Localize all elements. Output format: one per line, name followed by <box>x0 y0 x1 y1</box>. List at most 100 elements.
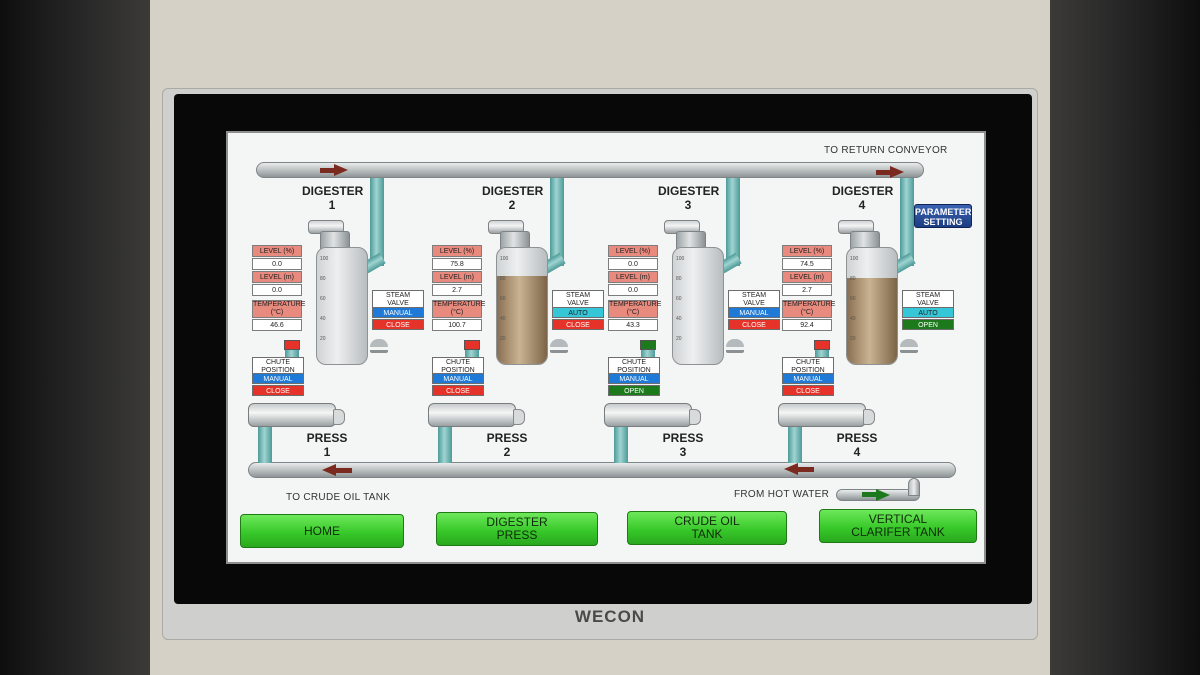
chute-position-label: CHUTE POSITION <box>252 357 304 377</box>
level-meter-value: 2.7 <box>782 284 832 296</box>
chute-pipe <box>465 350 479 358</box>
crude-arrow-2-shaft <box>798 467 814 472</box>
press-outlet-pipe <box>258 427 272 463</box>
level-meter-value: 0.0 <box>252 284 302 296</box>
tank-scale-label: 80 <box>500 276 506 282</box>
chute-mode-button[interactable]: MANUAL <box>252 373 304 384</box>
steam-valve-state-button[interactable]: CLOSE <box>372 319 424 330</box>
steam-valve-mode-button[interactable]: MANUAL <box>372 307 424 318</box>
digester-number: 4 <box>858 198 866 212</box>
crude-arrow-1-icon <box>322 464 336 476</box>
steam-valve-state-button[interactable]: OPEN <box>902 319 954 330</box>
return-conveyor-pipe <box>256 162 924 178</box>
chute-pipe <box>815 350 829 358</box>
steam-valve-mode-button[interactable]: AUTO <box>902 307 954 318</box>
tank-fill-level <box>847 277 897 364</box>
tank-scale-label: 80 <box>676 276 682 282</box>
chute-indicator <box>464 340 480 350</box>
return-arrow-2-shaft <box>876 170 890 175</box>
steam-pipe-vertical <box>726 178 740 266</box>
crude-oil-pipe <box>248 462 956 478</box>
brand-logo: WECON <box>574 607 646 626</box>
tank-scale-label: 40 <box>850 316 856 322</box>
tank-scale-label: 100 <box>676 256 685 262</box>
steam-valve-icon <box>550 339 568 353</box>
tank-scale-label: 100 <box>320 256 329 262</box>
chute-indicator <box>814 340 830 350</box>
digester-number: 1 <box>328 198 336 212</box>
tank-scale-label: 60 <box>500 296 506 302</box>
level-percent-value: 0.0 <box>608 258 658 270</box>
steam-valve-icon <box>370 339 388 353</box>
background-left <box>0 0 150 675</box>
chute-state-button[interactable]: CLOSE <box>782 385 834 396</box>
digester-title: DIGESTER <box>658 184 720 198</box>
level-percent-label: LEVEL (%) <box>432 245 482 257</box>
press-machine <box>248 403 345 427</box>
digester-title: DIGESTER <box>832 184 894 198</box>
to-crude-oil-tank-label: TO CRUDE OIL TANK <box>286 492 391 503</box>
tank-scale-label: 100 <box>500 256 509 262</box>
level-meter-label: LEVEL (m) <box>782 271 832 283</box>
return-arrow-2-icon <box>890 166 904 178</box>
steam-valve-state-button[interactable]: CLOSE <box>552 319 604 330</box>
level-percent-label: LEVEL (%) <box>782 245 832 257</box>
steam-valve-icon <box>900 339 918 353</box>
digester-press-button[interactable]: DIGESTER PRESS <box>436 512 598 546</box>
temperature-label: TEMPERATURE (°C) <box>432 300 486 318</box>
hmi-screen: TO RETURN CONVEYOR PARAMETER SETTING TO … <box>226 131 986 564</box>
steam-valve-label: STEAM VALVE <box>728 290 780 310</box>
steam-valve-state-button[interactable]: CLOSE <box>728 319 780 330</box>
chute-mode-button[interactable]: MANUAL <box>432 373 484 384</box>
level-meter-label: LEVEL (m) <box>608 271 658 283</box>
digester-number: 2 <box>508 198 516 212</box>
steam-valve-icon <box>726 339 744 353</box>
tank-scale-label: 40 <box>676 316 682 322</box>
parameter-setting-button[interactable]: PARAMETER SETTING <box>914 204 972 228</box>
vertical-clarifier-tank-button[interactable]: VERTICAL CLARIFER TANK <box>819 509 977 543</box>
chute-state-button[interactable]: CLOSE <box>252 385 304 396</box>
crude-arrow-1-shaft <box>336 468 352 473</box>
tank-scale-label: 20 <box>676 336 682 342</box>
chute-state-button[interactable]: OPEN <box>608 385 660 396</box>
chute-pipe <box>285 350 299 358</box>
digester-number: 3 <box>684 198 692 212</box>
digester-title: DIGESTER <box>302 184 364 198</box>
steam-valve-mode-button[interactable]: MANUAL <box>728 307 780 318</box>
level-percent-label: LEVEL (%) <box>608 245 658 257</box>
press-title: PRESS <box>836 431 878 445</box>
to-return-conveyor-label: TO RETURN CONVEYOR <box>824 145 948 156</box>
home-button[interactable]: HOME <box>240 514 404 548</box>
tank-scale-label: 100 <box>850 256 859 262</box>
level-percent-value: 0.0 <box>252 258 302 270</box>
hot-water-arrow-shaft <box>862 492 876 497</box>
level-meter-value: 0.0 <box>608 284 658 296</box>
chute-mode-button[interactable]: MANUAL <box>782 373 834 384</box>
return-arrow-1-shaft <box>320 168 334 173</box>
press-number: 3 <box>679 445 687 459</box>
steam-valve-label: STEAM VALVE <box>902 290 954 310</box>
temperature-value: 100.7 <box>432 319 482 331</box>
crude-oil-tank-button[interactable]: CRUDE OIL TANK <box>627 511 787 545</box>
temperature-value: 92.4 <box>782 319 832 331</box>
tank-scale-label: 60 <box>850 296 856 302</box>
steam-valve-mode-button[interactable]: AUTO <box>552 307 604 318</box>
hot-water-pipe-elbow <box>908 478 920 496</box>
from-hot-water-label: FROM HOT WATER <box>734 489 830 500</box>
chute-state-button[interactable]: CLOSE <box>432 385 484 396</box>
level-percent-value: 75.8 <box>432 258 482 270</box>
chute-indicator <box>284 340 300 350</box>
temperature-value: 46.6 <box>252 319 302 331</box>
press-title: PRESS <box>486 431 528 445</box>
chute-mode-button[interactable]: MANUAL <box>608 373 660 384</box>
press-number: 4 <box>853 445 861 459</box>
temperature-label: TEMPERATURE (°C) <box>782 300 836 318</box>
press-machine <box>604 403 701 427</box>
chute-pipe <box>641 350 655 358</box>
temperature-label: TEMPERATURE (°C) <box>608 300 662 318</box>
